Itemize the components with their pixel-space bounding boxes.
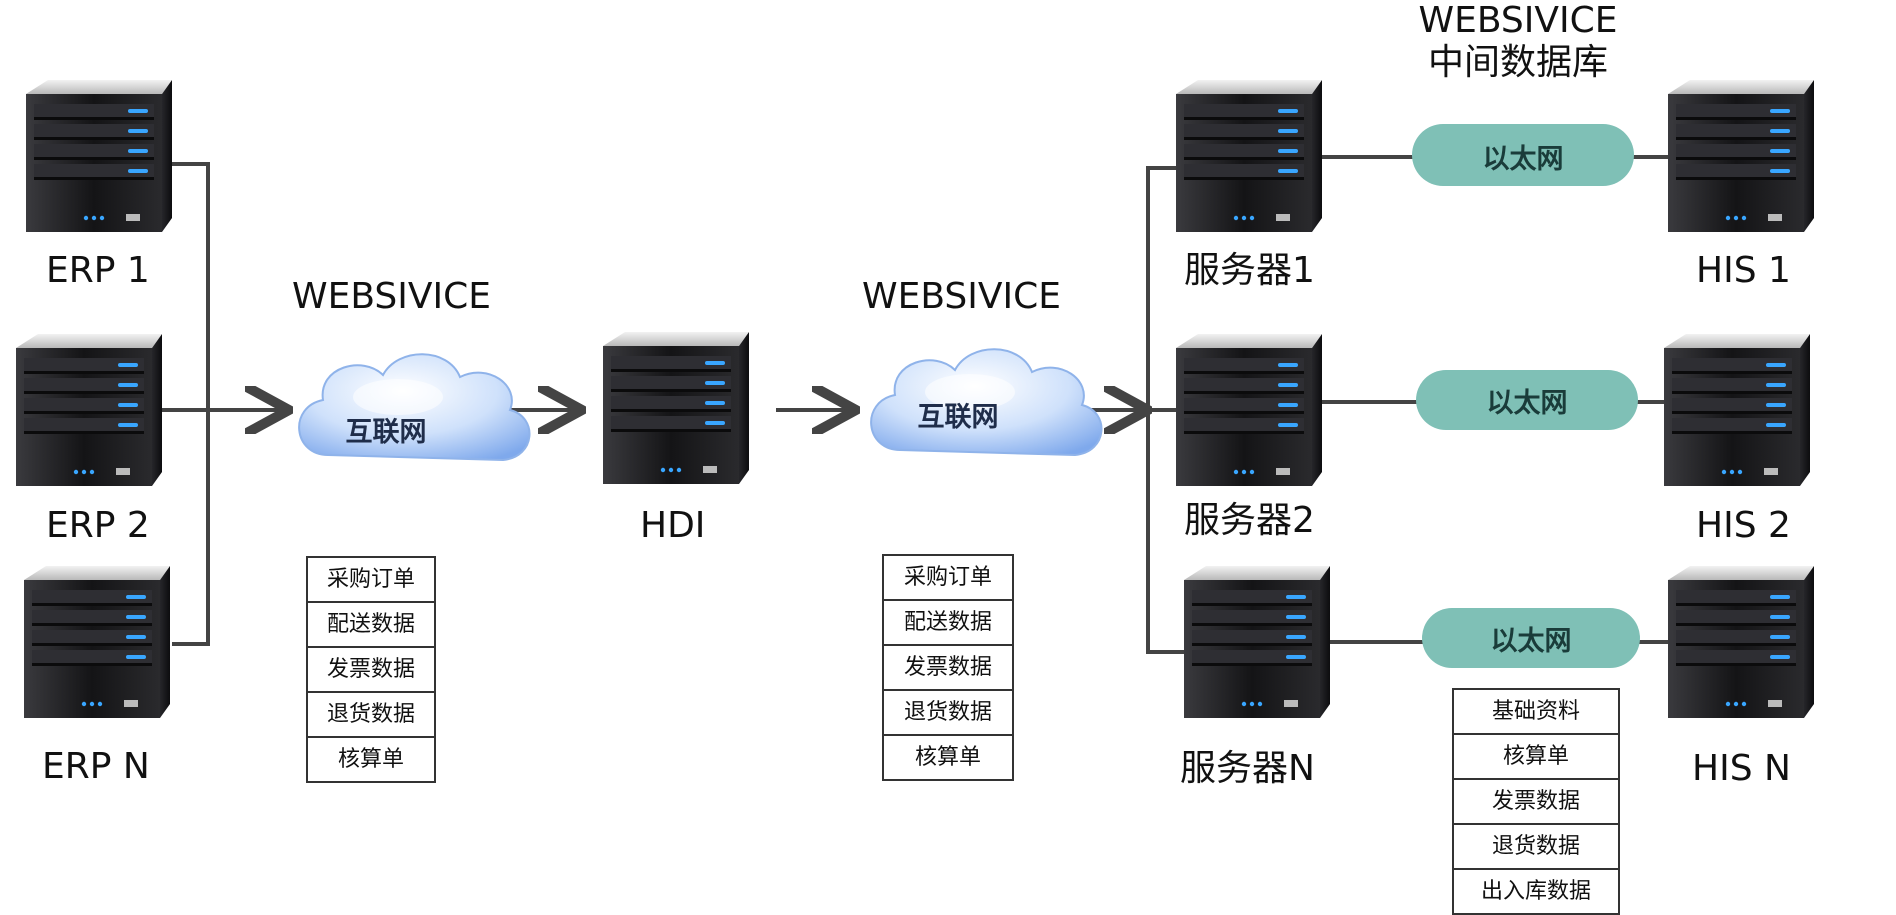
app-server-1-label: 服务器1: [1184, 250, 1315, 291]
table-row: 发票数据: [308, 648, 434, 693]
left-websivice-label: WEBSIVICE: [292, 276, 492, 317]
ethernet-label-2: 以太网: [1486, 388, 1568, 419]
table-row: 发票数据: [1454, 780, 1618, 825]
left-cloud-text: 互联网: [345, 417, 427, 448]
middle-db-title: WEBSIVICE: [1418, 0, 1618, 41]
table-row: 基础资料: [1454, 690, 1618, 735]
erp-server-2-icon: [16, 334, 162, 486]
table-row: 核算单: [337, 747, 404, 772]
right-data-table: 基础资料 核算单 发票数据 退货数据 出入库数据: [1452, 688, 1620, 915]
table-row: 核算单: [914, 745, 981, 770]
left-data-table: 采购订单 配送数据 发票数据 退货数据 核算单: [306, 556, 436, 783]
table-row: 采购订单: [884, 556, 1012, 601]
table-row: 发票数据: [884, 646, 1012, 691]
erp-2-label: ERP 2: [46, 505, 150, 546]
hdi-label: HDI: [640, 505, 706, 546]
his-server-1-icon: [1668, 80, 1814, 232]
erp-n-label: ERP N: [42, 746, 150, 787]
ethernet-pill-2: [1416, 370, 1638, 430]
table-row: 采购订单: [308, 558, 434, 603]
his-1-label: HIS 1: [1696, 250, 1791, 291]
app-server-2-icon: [1176, 334, 1322, 486]
ethernet-label-3: 以太网: [1490, 626, 1572, 657]
mid-data-table: 采购订单 配送数据 发票数据 退货数据 核算单: [882, 554, 1014, 781]
middle-db-subtitle: 中间数据库: [1427, 42, 1608, 83]
ethernet-pill-3: [1422, 608, 1640, 668]
table-row: 退货数据: [1454, 825, 1618, 870]
his-n-label: HIS N: [1692, 748, 1791, 789]
erp-server-n-icon: [24, 566, 170, 718]
table-row: 退货数据: [884, 691, 1012, 736]
app-server-2-label: 服务器2: [1184, 500, 1315, 541]
mid-websivice-label: WEBSIVICE: [862, 276, 1062, 317]
ethernet-label-1: 以太网: [1482, 144, 1564, 175]
app-server-n-label: 服务器N: [1180, 748, 1315, 789]
table-row: 退货数据: [308, 693, 434, 738]
erp-bus-line: [172, 162, 210, 646]
his-server-2-icon: [1664, 334, 1810, 486]
erp-server-1-icon: [26, 80, 172, 232]
ethernet-pill-1: [1412, 124, 1634, 186]
table-row: 配送数据: [308, 603, 434, 648]
app-server-1-icon: [1176, 80, 1322, 232]
hdi-server-icon: [603, 332, 749, 484]
app-server-n-icon: [1184, 566, 1330, 718]
mid-cloud-text: 互联网: [917, 402, 999, 433]
erp-1-label: ERP 1: [46, 250, 150, 291]
table-row: 出入库数据: [1480, 879, 1591, 904]
table-row: 配送数据: [884, 601, 1012, 646]
table-row: 核算单: [1454, 735, 1618, 780]
his-server-n-icon: [1668, 566, 1814, 718]
his-2-label: HIS 2: [1696, 505, 1791, 546]
